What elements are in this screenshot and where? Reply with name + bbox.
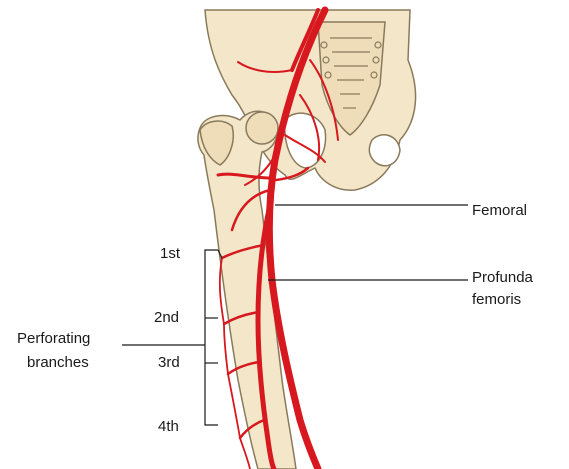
profunda-label-line1: Profunda: [472, 269, 533, 287]
femoral-label: Femoral: [472, 202, 527, 220]
perforating-branches-label-line2: branches: [27, 354, 89, 372]
perforating-bracket: [205, 250, 218, 425]
first-perforating-label: 1st: [160, 245, 180, 263]
profunda-label-line2: femoris: [472, 291, 521, 309]
second-perforating-label: 2nd: [154, 309, 179, 327]
fourth-perforating-label: 4th: [158, 418, 179, 436]
perforating-branches-label-line1: Perforating: [17, 330, 90, 348]
third-perforating-label: 3rd: [158, 354, 180, 372]
